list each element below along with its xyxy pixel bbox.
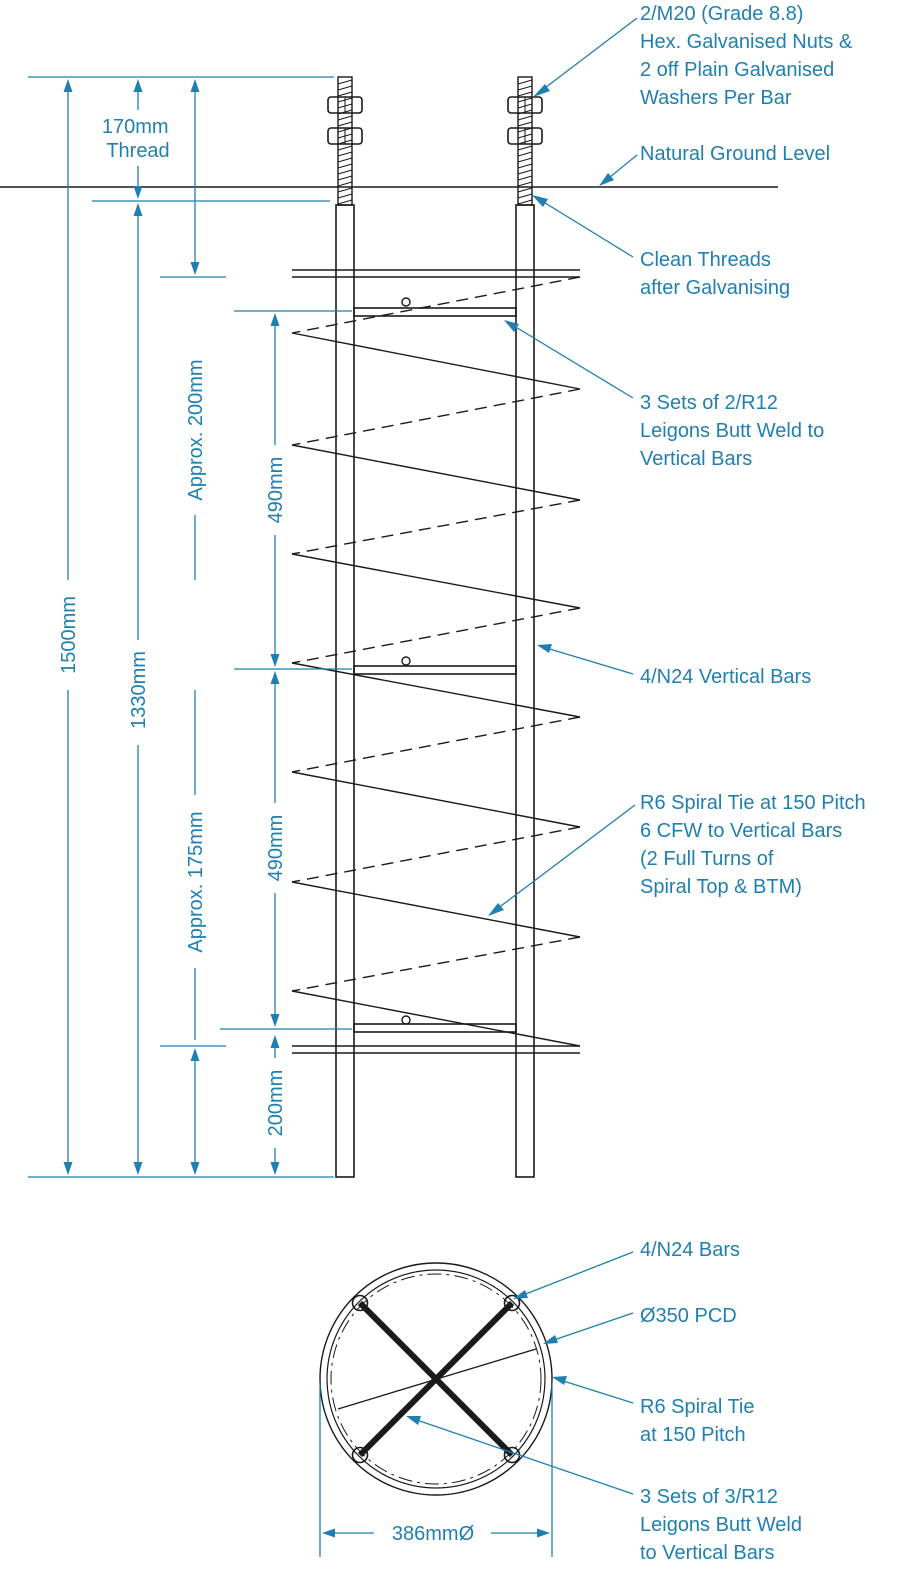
callout-plan-spiral-text: R6 Spiral Tie at 150 Pitch (640, 1396, 760, 1446)
extension-lines (28, 76, 352, 1178)
dimension-base-left (190, 1048, 200, 1175)
callout-plan-ligatures-text: 3 Sets of 3/R12 Leigons Butt Weld to Ver… (640, 1486, 808, 1564)
thread-mark (337, 91, 353, 97)
dimension-plan-diameter-text: 386mmØ (392, 1523, 474, 1545)
ligature-set-middle (353, 656, 517, 675)
thread-mark (337, 151, 353, 157)
plan-bar-tr (503, 1294, 521, 1312)
plan-view (319, 1262, 553, 1496)
dimension-approx-top: Approx. 200mm (185, 79, 207, 580)
callout-ground-level-text: Natural Ground Level (640, 143, 830, 165)
dimension-seg-lower-text: 490mm (265, 815, 287, 882)
dimension-approx-bottom-text: Approx. 175mm (185, 811, 207, 952)
vertical-bar-right (515, 204, 535, 1178)
plan-bar-tl (351, 1294, 369, 1312)
callout-pcd: Ø350 PCD (543, 1305, 737, 1344)
ligature-set-top (353, 297, 517, 317)
dimension-approx-bottom: Approx. 175mm (185, 690, 207, 1040)
thread-mark (517, 193, 533, 199)
callout-plan-ligatures: 3 Sets of 3/R12 Leigons Butt Weld to Ver… (406, 1416, 808, 1564)
dimension-thread: 170mm Thread (102, 79, 174, 199)
ligature-set-bottom (353, 1015, 517, 1033)
thread-mark (337, 199, 353, 205)
callout-nuts: 2/M20 (Grade 8.8) Hex. Galvanised Nuts &… (533, 3, 858, 109)
dimension-total-text: 1500mm (58, 596, 80, 674)
thread-mark (517, 169, 533, 175)
spiral-tie (291, 269, 581, 1054)
thread-mark (337, 193, 353, 199)
thread-mark (337, 157, 353, 163)
callout-ligatures: 3 Sets of 2/R12 Leigons Butt Weld to Ver… (504, 320, 830, 470)
dimension-seg-lower: 490mm (265, 671, 287, 1027)
callout-vertical-bars: 4/N24 Vertical Bars (537, 644, 811, 688)
thread-mark (337, 181, 353, 187)
thread-mark (517, 163, 533, 169)
thread-mark (337, 121, 353, 127)
callout-nuts-text: 2/M20 (Grade 8.8) Hex. Galvanised Nuts &… (640, 3, 858, 109)
thread-mark (517, 115, 533, 121)
callout-plan-bars: 4/N24 Bars (513, 1239, 740, 1299)
thread-mark (337, 79, 353, 85)
thread-mark (337, 145, 353, 151)
thread-mark (517, 187, 533, 193)
threaded-end-right (507, 76, 543, 206)
callout-spiral: R6 Spiral Tie at 150 Pitch 6 CFW to Vert… (488, 792, 871, 916)
thread-mark (517, 181, 533, 187)
vertical-bar-left (335, 204, 355, 1178)
thread-mark (337, 115, 353, 121)
thread-mark (517, 79, 533, 85)
callout-plan-bars-text: 4/N24 Bars (640, 1239, 740, 1261)
thread-mark (337, 187, 353, 193)
thread-mark (337, 175, 353, 181)
thread-mark (517, 121, 533, 127)
dimension-seg-upper: 490mm (265, 313, 287, 667)
thread-mark (517, 145, 533, 151)
dimension-thread-text: 170mm Thread (102, 116, 174, 162)
dimension-approx-top-text: Approx. 200mm (185, 359, 207, 500)
callout-pcd-text: Ø350 PCD (640, 1305, 737, 1327)
dimension-seg-base-text: 200mm (265, 1070, 287, 1137)
thread-mark (337, 169, 353, 175)
callout-threads: Clean Threads after Galvanising (532, 195, 790, 299)
thread-mark (337, 85, 353, 91)
thread-mark (517, 157, 533, 163)
callout-spiral-text: R6 Spiral Tie at 150 Pitch 6 CFW to Vert… (640, 792, 871, 898)
callout-vertical-bars-text: 4/N24 Vertical Bars (640, 666, 811, 688)
thread-mark (517, 91, 533, 97)
dimension-seg-base: 200mm (265, 1035, 287, 1175)
callout-threads-text: Clean Threads after Galvanising (640, 249, 790, 299)
thread-mark (517, 151, 533, 157)
dimension-seg-upper-text: 490mm (265, 457, 287, 524)
callout-plan-spiral: R6 Spiral Tie at 150 Pitch (552, 1376, 760, 1446)
dimension-embed-text: 1330mm (128, 651, 150, 729)
callout-ground-level: Natural Ground Level (599, 143, 830, 186)
threaded-end-left (327, 76, 363, 206)
dimension-total: 1500mm (58, 79, 80, 1175)
dimension-plan-diameter: 386mmØ (319, 1383, 553, 1557)
thread-mark (337, 163, 353, 169)
thread-mark (517, 175, 533, 181)
callout-ligatures-text: 3 Sets of 2/R12 Leigons Butt Weld to Ver… (640, 392, 830, 470)
plan-bar-bl (351, 1446, 369, 1464)
thread-mark (517, 199, 533, 205)
thread-mark (517, 85, 533, 91)
dimension-embed: 1330mm (128, 203, 150, 1175)
